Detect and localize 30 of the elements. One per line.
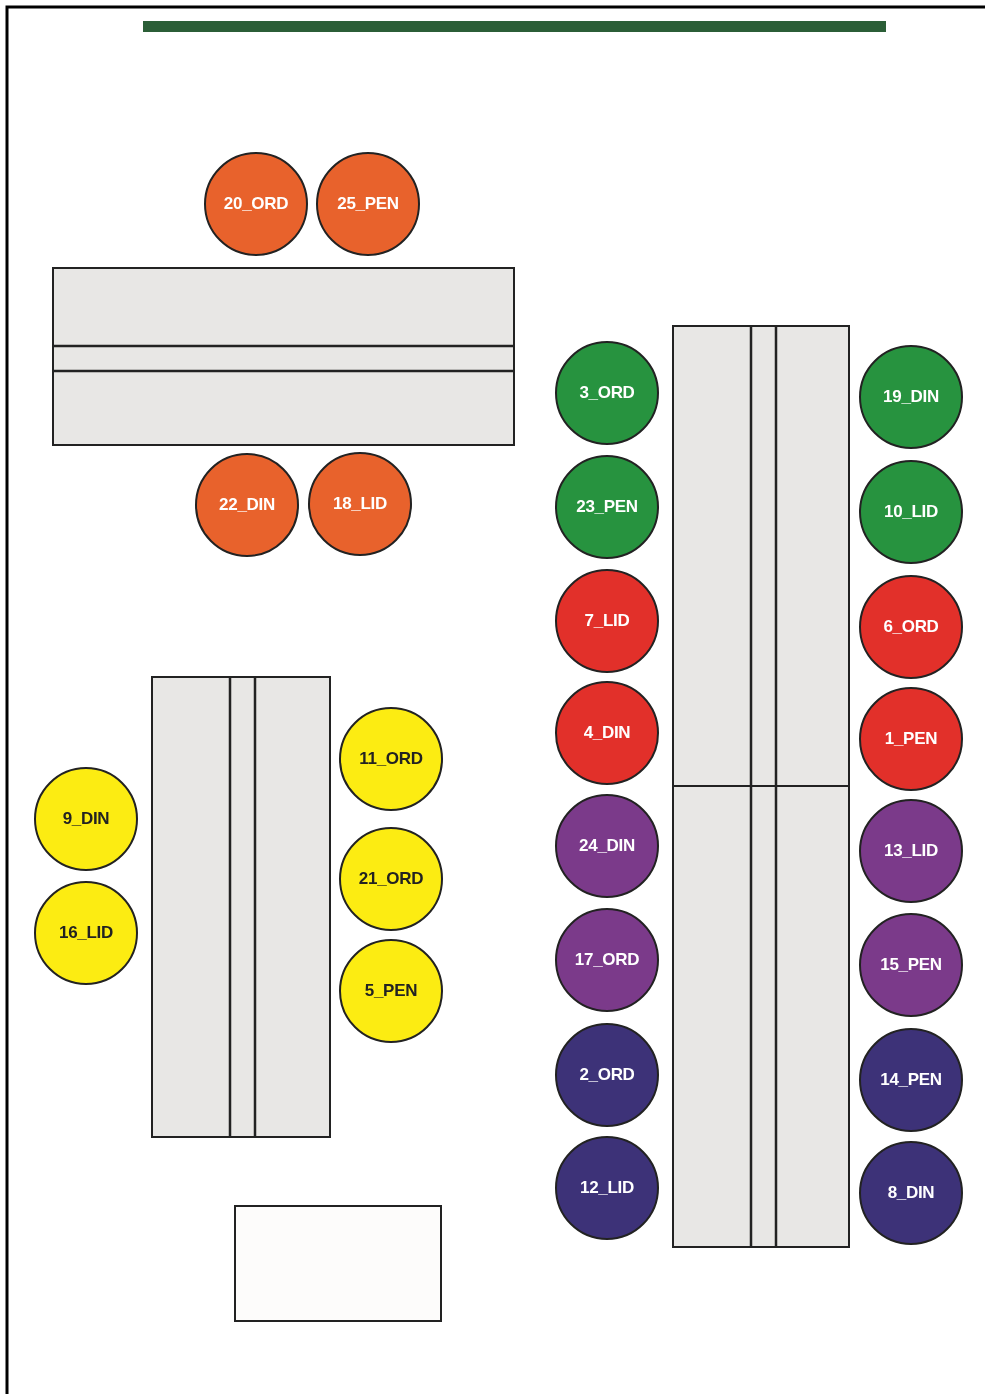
seat-marker: 10_LID bbox=[859, 460, 963, 564]
seat-marker: 2_ORD bbox=[555, 1023, 659, 1127]
seat-marker: 3_ORD bbox=[555, 341, 659, 445]
seat-marker: 11_ORD bbox=[339, 707, 443, 811]
seat-marker: 6_ORD bbox=[859, 575, 963, 679]
seat-marker: 14_PEN bbox=[859, 1028, 963, 1132]
seat-marker: 24_DIN bbox=[555, 794, 659, 898]
seat-marker: 1_PEN bbox=[859, 687, 963, 791]
seat-marker: 15_PEN bbox=[859, 913, 963, 1017]
blank-panel bbox=[234, 1205, 442, 1322]
seat-marker: 4_DIN bbox=[555, 681, 659, 785]
table bbox=[672, 325, 850, 787]
seat-marker: 18_LID bbox=[308, 452, 412, 556]
seat-marker: 19_DIN bbox=[859, 345, 963, 449]
seat-marker: 9_DIN bbox=[34, 767, 138, 871]
seat-marker: 17_ORD bbox=[555, 908, 659, 1012]
seat-marker: 21_ORD bbox=[339, 827, 443, 931]
table bbox=[672, 785, 850, 1248]
seat-marker: 7_LID bbox=[555, 569, 659, 673]
table bbox=[151, 676, 331, 1138]
seat-marker: 25_PEN bbox=[316, 152, 420, 256]
table bbox=[52, 267, 515, 446]
seat-marker: 16_LID bbox=[34, 881, 138, 985]
seat-marker: 5_PEN bbox=[339, 939, 443, 1043]
seat-marker: 23_PEN bbox=[555, 455, 659, 559]
seat-marker: 12_LID bbox=[555, 1136, 659, 1240]
seat-marker: 8_DIN bbox=[859, 1141, 963, 1245]
seat-marker: 13_LID bbox=[859, 799, 963, 903]
seat-marker: 20_ORD bbox=[204, 152, 308, 256]
seat-marker: 22_DIN bbox=[195, 453, 299, 557]
